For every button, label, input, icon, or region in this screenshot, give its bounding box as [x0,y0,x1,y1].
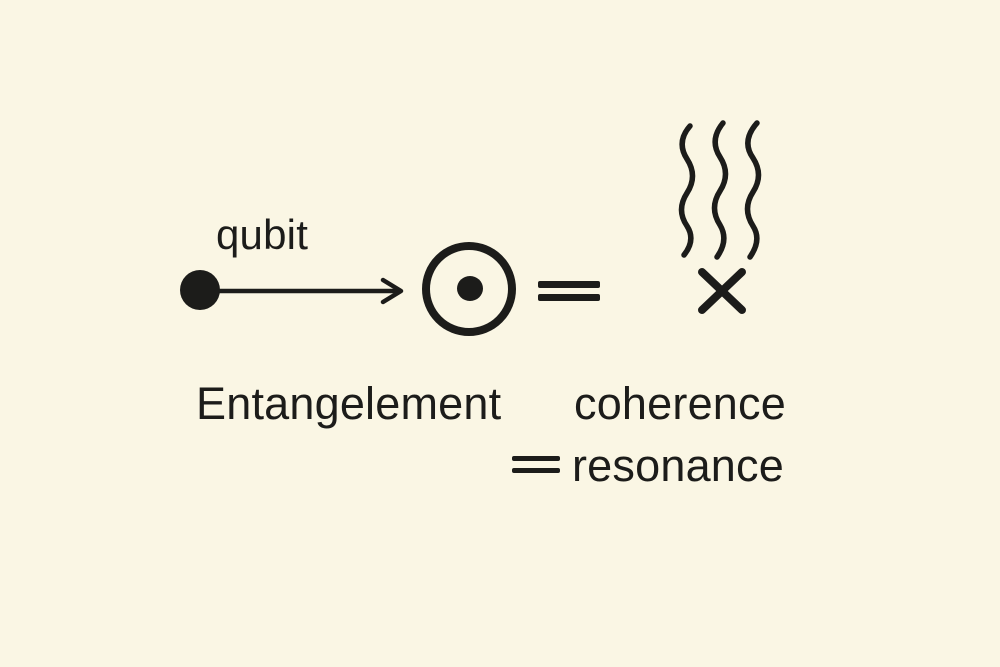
qubit-label: qubit [216,211,309,258]
right-arrow-icon [214,277,404,305]
wavy-lines-icon [678,120,762,260]
equals-icon [538,281,600,301]
circled-dot-center [457,276,483,301]
coherence-label: coherence [574,378,786,429]
circled-dot-icon [422,242,516,336]
resonance-label: resonance [572,440,784,491]
cross-icon [698,268,746,314]
equals-icon-small [512,456,560,473]
qubit-dot-icon [180,270,220,310]
entanglement-label: Entangelement [196,378,502,429]
